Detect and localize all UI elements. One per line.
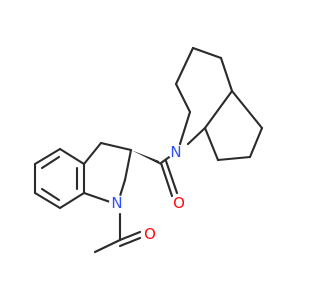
pyrrolidine-ring	[82, 141, 133, 205]
label-indoline-nitrogen: N	[109, 194, 125, 212]
bicyclic-nitrogen-label: N	[170, 143, 181, 161]
acetyl-oxygen-label: O	[144, 225, 156, 243]
amide-carbonyl	[159, 153, 179, 198]
acetyl-group	[93, 212, 142, 254]
benzene-ring	[33, 147, 86, 210]
indoline-nitrogen-label: N	[111, 194, 122, 212]
azabicyclic-ring	[174, 46, 264, 162]
molecule-structure-diagram: N N O O	[33, 46, 264, 254]
label-bicyclic-nitrogen: N	[168, 143, 184, 161]
amide-oxygen-label: O	[173, 194, 185, 212]
label-acetyl-oxygen: O	[142, 225, 158, 243]
stereo-wedge-bond	[131, 150, 161, 165]
label-amide-oxygen: O	[171, 194, 187, 212]
